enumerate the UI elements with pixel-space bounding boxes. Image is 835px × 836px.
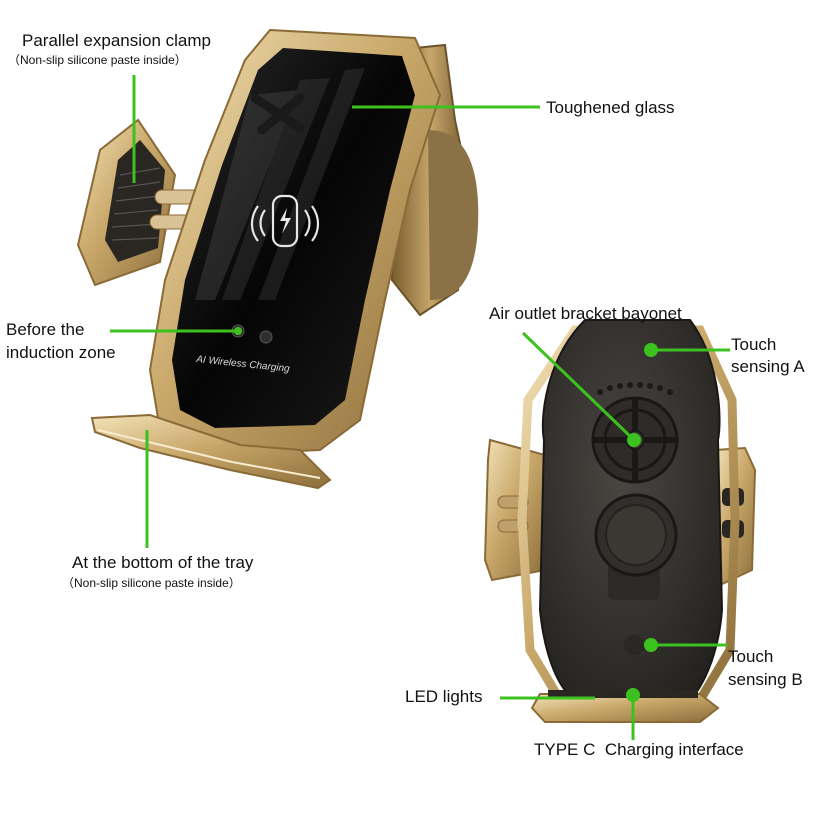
glass-stripes xyxy=(195,68,365,300)
back-bottom-tray xyxy=(530,690,720,723)
label-clamp: Parallel expansion clamp xyxy=(22,31,211,50)
speaker-grille xyxy=(597,382,673,395)
back-charger xyxy=(483,319,757,723)
leader-air-outlet xyxy=(521,331,636,442)
label-led-lights: LED lights xyxy=(405,687,483,706)
label-induction-line1: Before the xyxy=(6,320,85,339)
label-toughened-glass: Toughened glass xyxy=(546,98,675,117)
back-left-arm xyxy=(483,438,546,582)
label-tray: At the bottom of the tray xyxy=(72,553,254,572)
touch-sensor-b xyxy=(624,635,644,655)
label-touch-b-line2: sensing B xyxy=(728,670,803,689)
wireless-charging-icon xyxy=(250,194,320,248)
label-induction-line2: induction zone xyxy=(6,343,116,362)
label-type-c: TYPE C Charging interface xyxy=(534,740,744,759)
leader-dots xyxy=(234,327,658,702)
note-tray: （Non-slip silicone paste inside） xyxy=(62,576,241,590)
induction-sensor-right xyxy=(259,330,273,344)
sensor-x-mark xyxy=(250,93,305,135)
label-touch-a-line2: sensing A xyxy=(731,357,805,376)
bottom-tray xyxy=(90,413,332,490)
label-touch-b-line1: Touch xyxy=(728,647,774,666)
front-charger: AI Wireless Charging xyxy=(76,28,479,490)
leader-lines xyxy=(110,75,730,740)
label-air-outlet: Air outlet bracket bayonet xyxy=(489,304,682,323)
rotation-knob xyxy=(594,493,678,600)
label-touch-a-line1: Touch xyxy=(731,335,777,354)
note-clamp: （Non-slip silicone paste inside） xyxy=(8,53,187,67)
